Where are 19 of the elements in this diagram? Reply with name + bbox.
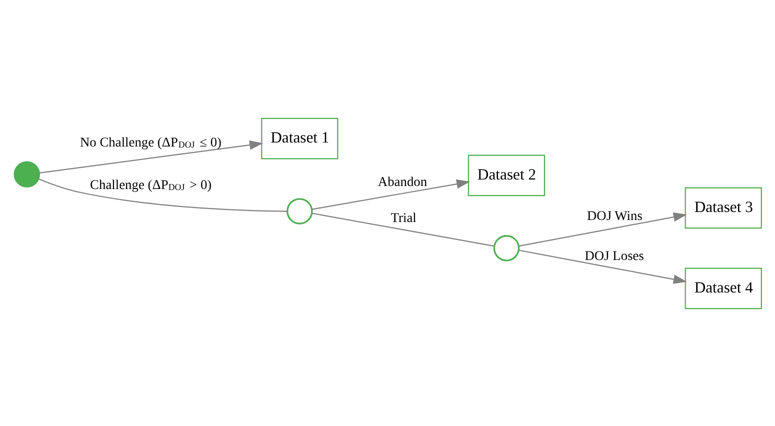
node-box: Dataset 4	[684, 267, 762, 309]
edge-label: Challenge (ΔPDOJ > 0)	[90, 176, 212, 192]
edge-label: No Challenge (ΔPDOJ ≤ 0)	[79, 134, 221, 150]
arrow	[38, 140, 263, 173]
edge-label: Trial	[390, 209, 416, 224]
node-circle	[492, 234, 520, 261]
node-circle	[286, 198, 312, 224]
arrow	[518, 249, 686, 284]
node-box: Dataset 2	[467, 154, 545, 196]
connector	[312, 212, 494, 246]
node-circle	[13, 160, 40, 187]
edge-label: DOJ Wins	[586, 207, 642, 222]
node-box: Dataset 1	[260, 117, 338, 159]
connector	[38, 178, 287, 212]
edge-label: DOJ Loses	[584, 248, 644, 263]
arrow	[518, 212, 686, 246]
edge-label: Abandon	[377, 174, 427, 189]
node-box: Dataset 3	[684, 186, 762, 228]
arrow	[312, 178, 470, 210]
